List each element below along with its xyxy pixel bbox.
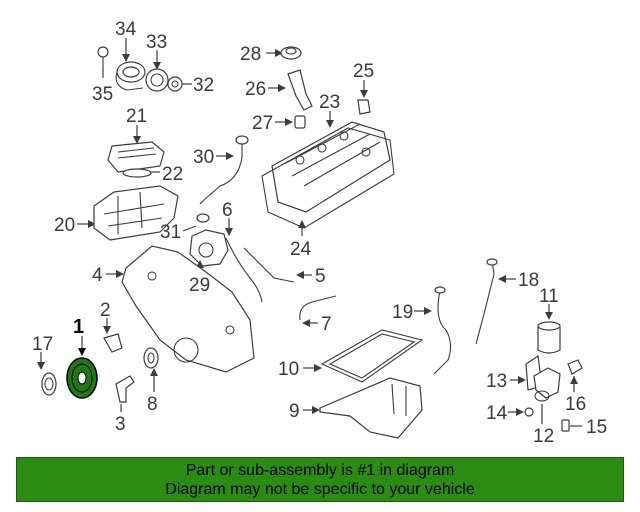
part-1-crankshaft-pulley[interactable] xyxy=(66,336,98,399)
banner-line-1: Part or sub-assembly is #1 in diagram xyxy=(185,461,455,479)
callout-3[interactable]: 3 xyxy=(115,414,126,435)
callout-35[interactable]: 35 xyxy=(92,84,113,105)
callout-34[interactable]: 34 xyxy=(115,19,137,40)
part-3-fitting[interactable] xyxy=(115,375,135,412)
part-34-thermostat-housing[interactable] xyxy=(115,38,146,91)
callout-7[interactable]: 7 xyxy=(321,314,332,335)
callout-19[interactable]: 19 xyxy=(392,302,413,323)
callout-21[interactable]: 21 xyxy=(126,106,147,127)
banner-line-2: Diagram may not be specific to your vehi… xyxy=(165,480,475,498)
part-30-tube[interactable] xyxy=(199,135,249,205)
callout-18[interactable]: 18 xyxy=(518,270,539,291)
callout-10[interactable]: 10 xyxy=(278,359,299,380)
callout-32[interactable]: 32 xyxy=(193,75,214,96)
part-26-fill-tube[interactable] xyxy=(268,69,313,111)
part-14-plug[interactable] xyxy=(508,407,534,417)
part-18-dipstick[interactable] xyxy=(475,258,516,345)
callout-29[interactable]: 29 xyxy=(189,275,210,296)
part-22-gasket[interactable] xyxy=(122,168,160,178)
callout-4[interactable]: 4 xyxy=(92,265,103,286)
part-5-chain-guide[interactable] xyxy=(243,247,312,283)
callout-13[interactable]: 13 xyxy=(486,371,507,392)
part-32-seal[interactable] xyxy=(167,76,192,92)
part-35-bolt[interactable] xyxy=(97,46,109,78)
part-21-cover[interactable] xyxy=(107,125,165,173)
part-6-timing-guide[interactable] xyxy=(225,218,263,303)
part-20-intake-manifold[interactable] xyxy=(77,185,179,241)
part-17-front-seal[interactable] xyxy=(37,352,57,396)
part-11-oil-filter[interactable] xyxy=(537,304,561,354)
part-33-thermostat[interactable] xyxy=(145,50,169,92)
callout-22[interactable]: 22 xyxy=(162,164,183,185)
callout-9[interactable]: 9 xyxy=(289,401,300,422)
part-2-bracket[interactable] xyxy=(103,318,123,353)
callout-14[interactable]: 14 xyxy=(486,403,508,424)
part-31-gasket[interactable] xyxy=(182,213,210,232)
callout-5[interactable]: 5 xyxy=(315,266,326,287)
part-8-seal[interactable] xyxy=(143,347,159,392)
callout-25[interactable]: 25 xyxy=(353,61,374,82)
part-23-valve-cover[interactable] xyxy=(271,111,391,213)
part-27-sensor[interactable] xyxy=(275,115,306,129)
part-10-pan-gasket[interactable] xyxy=(303,329,424,383)
callout-28[interactable]: 28 xyxy=(240,44,261,65)
callout-8[interactable]: 8 xyxy=(147,394,158,415)
callout-33[interactable]: 33 xyxy=(146,32,167,53)
callout-12[interactable]: 12 xyxy=(533,426,554,447)
callout-6[interactable]: 6 xyxy=(222,200,233,221)
part-24-valve-cover-gasket[interactable] xyxy=(261,127,395,236)
callout-23[interactable]: 23 xyxy=(319,92,340,113)
part-15-bolt[interactable] xyxy=(561,419,582,432)
callout-2[interactable]: 2 xyxy=(100,300,111,321)
part-4-timing-cover[interactable] xyxy=(106,245,255,373)
callout-16[interactable]: 16 xyxy=(565,394,586,415)
callout-labels: 1 2 3 4 5 6 7 8 9 10 11 12 13 14 15 16 1… xyxy=(32,19,607,447)
part-16-sensor[interactable] xyxy=(567,359,583,392)
callout-11[interactable]: 11 xyxy=(539,286,559,307)
part-7-tensioner[interactable] xyxy=(299,295,337,327)
callout-30[interactable]: 30 xyxy=(193,147,214,168)
callout-17[interactable]: 17 xyxy=(32,334,53,355)
callout-26[interactable]: 26 xyxy=(245,79,266,100)
callout-31[interactable]: 31 xyxy=(160,222,181,243)
part-28-oil-cap[interactable] xyxy=(266,46,302,60)
callout-1[interactable]: 1 xyxy=(73,316,84,338)
info-banner: Part or sub-assembly is #1 in diagram Di… xyxy=(16,457,624,502)
callout-24[interactable]: 24 xyxy=(290,239,312,260)
callout-15[interactable]: 15 xyxy=(586,417,607,438)
part-9-oil-pan[interactable] xyxy=(303,377,423,439)
part-19-dipstick-tube[interactable] xyxy=(414,286,452,375)
callout-20[interactable]: 20 xyxy=(54,215,75,236)
part-25-pcv-valve[interactable] xyxy=(357,80,371,115)
part-12-filter-adapter[interactable] xyxy=(533,367,561,424)
callout-27[interactable]: 27 xyxy=(252,113,273,134)
